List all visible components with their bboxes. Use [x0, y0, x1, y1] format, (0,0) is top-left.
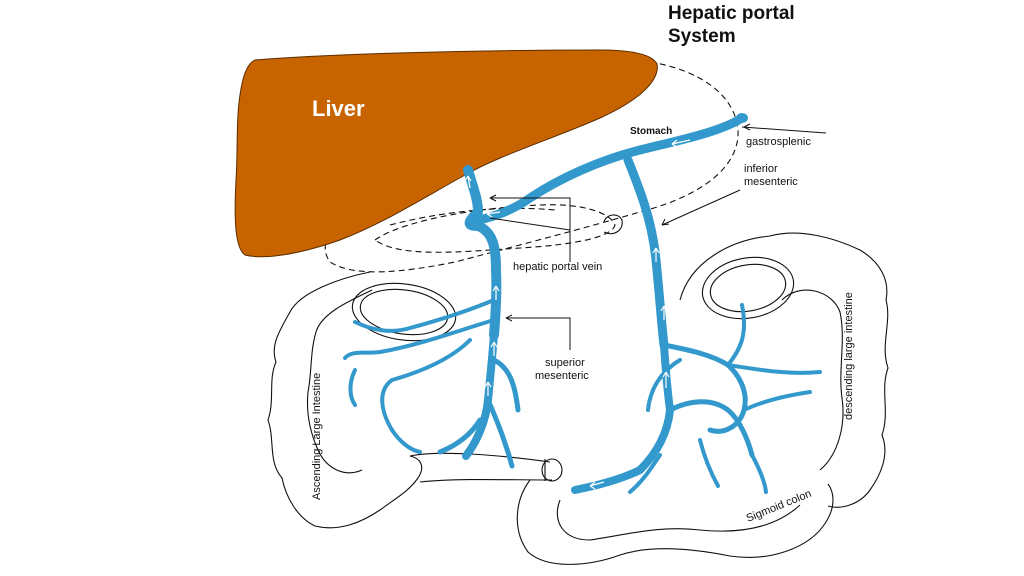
hepatic-portal-arrowhead-upper [489, 194, 497, 202]
marginal-vein-right [742, 390, 812, 412]
sigmoid-vein-lower [750, 453, 768, 494]
ascending-colon-inner [306, 289, 373, 474]
superior-mesenteric-branch-mid [491, 357, 521, 413]
middle-colic-vein [353, 298, 496, 333]
hepatic-portal-vein-label: hepatic portal vein [513, 261, 602, 273]
descending-large-intestine-label: descending large intestine [843, 292, 855, 420]
ascending-marginal-vein [348, 368, 357, 407]
inferior-mesenteric-trunk [571, 341, 674, 494]
ileocolic-vein [380, 338, 472, 432]
sigmoid-colon-outline [516, 479, 834, 565]
ascending-colon-lumen-outer [351, 282, 457, 342]
gastrosplenic-leader [741, 126, 827, 134]
sigmoid-colon-inner [556, 499, 801, 541]
descending-colon-inner [781, 289, 844, 471]
left-colic-vein [661, 342, 748, 434]
pancreas-tail [603, 214, 623, 235]
superior-mesenteric-label-line1: superior [545, 357, 585, 369]
descending-colon-outline [679, 232, 889, 508]
duodenum-outline [374, 204, 616, 253]
gastrosplenic-origin [736, 113, 748, 123]
inferior-mesenteric-arrowhead [661, 218, 670, 226]
small-intestine-outline [409, 452, 553, 483]
hepatic-portal-leader-upper [490, 197, 571, 262]
gastrosplenic-vein [465, 113, 747, 227]
superior-mesenteric-leader [506, 317, 571, 350]
flow-arrows [464, 139, 691, 490]
liver-label: Liver [312, 96, 365, 121]
sigmoid-branch-mid [698, 438, 720, 488]
hepatic-portal-leader-lower [489, 217, 571, 231]
superior-mesenteric-branch-low [437, 417, 483, 455]
stomach-label: Stomach [630, 126, 672, 137]
upper-marginal-vein [726, 363, 822, 375]
descending-colon-lumen-inner [709, 263, 787, 313]
inferior-mesenteric-label-line2: mesenteric [744, 176, 798, 188]
gastrosplenic-label: gastrosplenic [746, 136, 811, 148]
superior-mesenteric-vein [462, 331, 498, 460]
superior-mesenteric-branch-right [485, 397, 515, 469]
intestine-cut-end [541, 458, 563, 482]
liver [234, 49, 658, 258]
ascending-colon-outline [267, 271, 423, 529]
gastrosplenic-arrowhead [743, 123, 751, 131]
superior-mesenteric-label-line2: mesenteric [535, 370, 589, 382]
right-colic-vein [343, 318, 496, 360]
descending-colic-branch [726, 303, 747, 367]
inferior-mesenteric-label-line1: inferior [744, 163, 778, 175]
pancreas-outline [389, 207, 556, 226]
ileocolic-branch [390, 428, 422, 454]
superior-mesenteric-arrowhead [505, 314, 513, 322]
inferior-mesenteric-leader [661, 189, 741, 226]
descending-colon-lumen-outer [701, 256, 795, 320]
diagram-title-line2: System [668, 26, 736, 47]
sigmoid-branch-left [628, 453, 662, 494]
diagram-title-line1: Hepatic portal [668, 3, 795, 24]
ascending-large-intestine-label: Ascending Large Intestine [311, 373, 323, 500]
inferior-connecting-branch [646, 358, 682, 412]
sigmoid-vein-upper [667, 399, 755, 458]
